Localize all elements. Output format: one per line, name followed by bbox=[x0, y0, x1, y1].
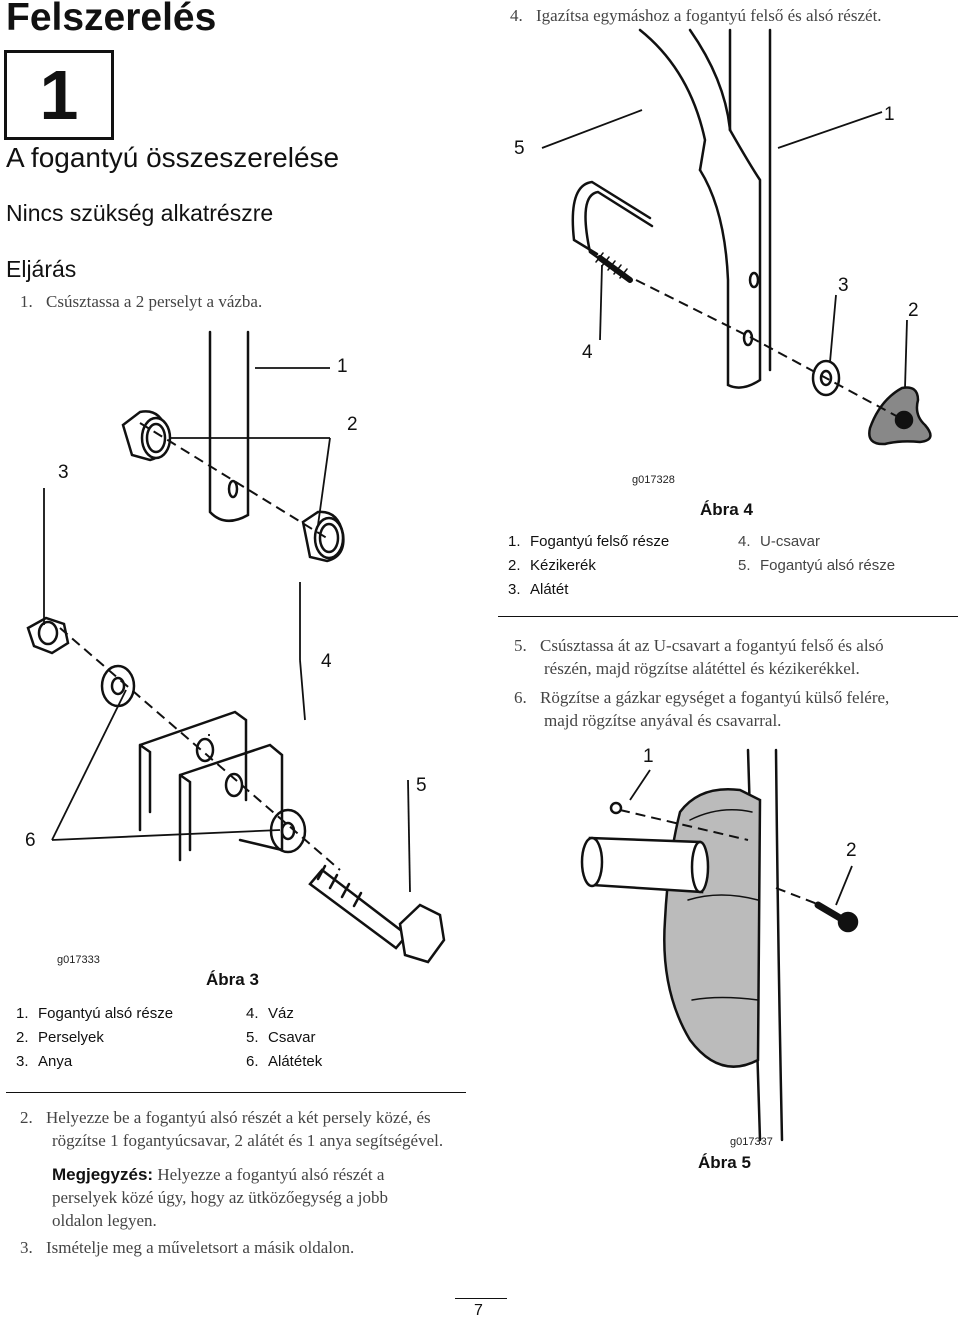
step-2-number: 2. bbox=[20, 1108, 33, 1127]
fig4-caption: Ábra 4 bbox=[700, 500, 753, 519]
note-line3: oldalon legyen. bbox=[52, 1211, 157, 1230]
step-4-number: 4. bbox=[510, 6, 523, 25]
note-line2: perselyek közé úgy, hogy az ütközőegység… bbox=[52, 1188, 388, 1207]
section-title: A fogantyú összeszerelése bbox=[6, 142, 340, 173]
note-label: Megjegyzés: bbox=[52, 1165, 154, 1184]
step-3-number: 3. bbox=[20, 1238, 33, 1257]
fig3-callout-4: 4 bbox=[321, 651, 332, 672]
fig3-legend-item: 5.Csavar bbox=[246, 1029, 316, 1046]
fig4-legend-col2: 4.U-csavar 5.Fogantyú alsó része bbox=[738, 530, 895, 578]
fig4-callout-5: 5 bbox=[514, 138, 525, 159]
step-3: 3. Ismételje meg a műveletsort a másik ol… bbox=[20, 1236, 354, 1259]
step-6-line2: majd rögzítse anyával és csavarral. bbox=[544, 711, 782, 730]
step-2-text-line1: Helyezze be a fogantyú alsó részét a két… bbox=[46, 1108, 431, 1127]
note: Megjegyzés: Helyezze a fogantyú alsó rés… bbox=[52, 1163, 472, 1232]
fig3-legend-col2: 4.Váz 5.Csavar 6.Alátétek bbox=[246, 1002, 322, 1074]
step-1: 1. Csúsztassa a 2 perselyt a vázba. bbox=[20, 290, 262, 313]
parts-note: Nincs szükség alkatrészre bbox=[6, 200, 274, 226]
step-3-text: Ismételje meg a műveletsort a másik olda… bbox=[46, 1238, 355, 1257]
step-2: 2. Helyezze be a fogantyú alsó részét a k… bbox=[20, 1106, 480, 1152]
fig5-callout-1: 1 bbox=[643, 746, 654, 767]
step-5-line2: részén, majd rögzítse alátéttel és kézik… bbox=[544, 659, 860, 678]
fig3-callout-1: 1 bbox=[337, 356, 348, 377]
step-4-text: Igazítsa egymáshoz a fogantyú felső és a… bbox=[536, 6, 882, 25]
step-2-text-line2: rögzítse 1 fogantyúcsavar, 2 alátét és 1… bbox=[52, 1131, 444, 1150]
fig4-legend-item: 3.Alátét bbox=[508, 581, 569, 598]
step-5-line1: Csúsztassa át az U-csavart a fogantyú fe… bbox=[540, 636, 884, 655]
fig4-legend-item: 5.Fogantyú alsó része bbox=[738, 557, 896, 574]
note-line1: Helyezze a fogantyú alsó részét a bbox=[157, 1165, 385, 1184]
fig3-callout-5: 5 bbox=[416, 775, 427, 796]
fig5-caption: Ábra 5 bbox=[698, 1153, 751, 1172]
step-6-line1: Rögzítse a gázkar egységet a fogantyú kü… bbox=[540, 688, 890, 707]
step-1-text: Csúsztassa a 2 perselyt a vázba. bbox=[46, 292, 263, 311]
fig3-legend-item: 2.Perselyek bbox=[16, 1029, 104, 1046]
fig4-callout-3: 3 bbox=[838, 275, 849, 296]
procedure-title: Eljárás bbox=[6, 256, 77, 282]
step-number-box: 1 bbox=[4, 50, 114, 140]
fig3-code: g017333 bbox=[57, 954, 100, 966]
fig3-legend-item: 6.Alátétek bbox=[246, 1053, 323, 1070]
fig3-caption: Ábra 3 bbox=[206, 970, 259, 989]
fig4-code: g017328 bbox=[632, 474, 675, 486]
fig3-callout-6: 6 bbox=[25, 830, 36, 851]
page-number-rule bbox=[455, 1298, 507, 1299]
fig5-callout-2: 2 bbox=[846, 840, 857, 861]
fig3-callout-2: 2 bbox=[347, 414, 358, 435]
step-5-number: 5. bbox=[514, 636, 527, 655]
fig4-legend-item: 2.Kézikerék bbox=[508, 557, 596, 574]
fig3-legend-item: 1.Fogantyú alsó része bbox=[16, 1005, 174, 1022]
page-number: 7 bbox=[474, 1302, 483, 1319]
fig4-rule bbox=[498, 616, 958, 617]
fig3-rule bbox=[6, 1092, 466, 1093]
step-6: 6. Rögzítse a gázkar egységet a fogantyú … bbox=[514, 686, 954, 732]
fig3-legend-item: 4.Váz bbox=[246, 1005, 294, 1022]
step-6-number: 6. bbox=[514, 688, 527, 707]
fig4-callout-4: 4 bbox=[582, 342, 593, 363]
fig4-legend-col1: 1.Fogantyú felső része 2.Kézikerék 3.Alá… bbox=[508, 530, 669, 602]
step-1-number: 1. bbox=[20, 292, 33, 311]
fig4-legend-item: 1.Fogantyú felső része bbox=[508, 533, 670, 550]
fig4-callout-1: 1 bbox=[884, 104, 895, 125]
page-title: Felszerelés bbox=[6, 0, 217, 39]
fig5-code: g017337 bbox=[730, 1136, 773, 1148]
step-4: 4. Igazítsa egymáshoz a fogantyú felső és… bbox=[510, 4, 882, 27]
fig4-callout-2: 2 bbox=[908, 300, 919, 321]
step-5: 5. Csúsztassa át az U-csavart a fogantyú … bbox=[514, 634, 954, 680]
fig3-callout-3: 3 bbox=[58, 462, 69, 483]
fig4-legend-item: 4.U-csavar bbox=[738, 533, 821, 550]
fig3-legend-item: 3.Anya bbox=[16, 1053, 73, 1070]
fig3-legend-col1: 1.Fogantyú alsó része 2.Perselyek 3.Anya bbox=[16, 1002, 173, 1074]
